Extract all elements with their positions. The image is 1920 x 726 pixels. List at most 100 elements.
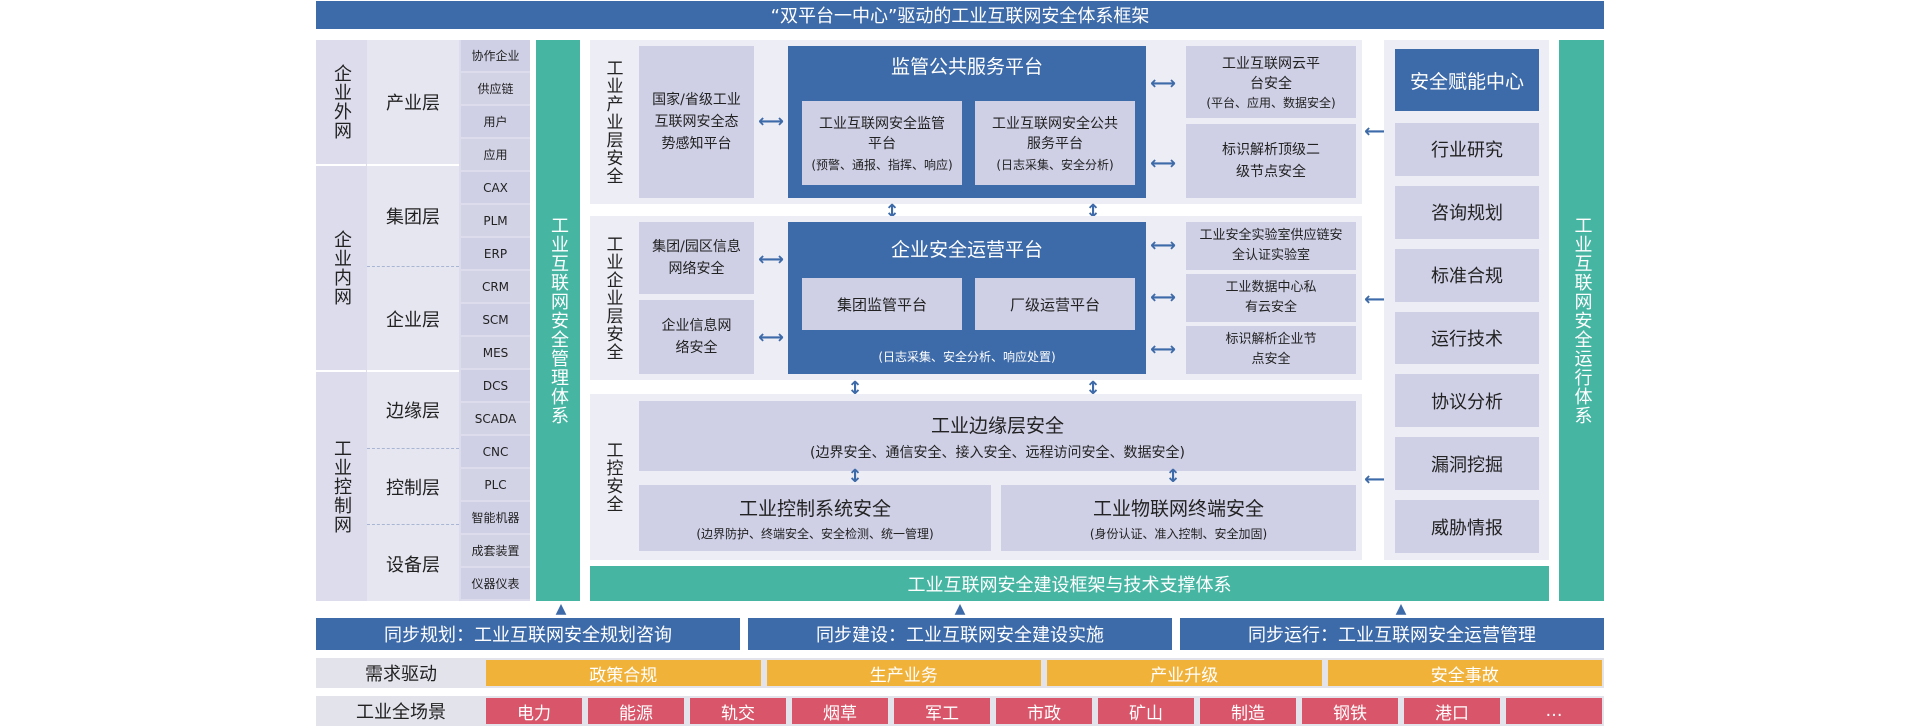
ics-security-note: (边界防护、终端安全、安全检测、统一管理) [696,527,934,541]
network-item: CNC [461,436,530,467]
bidirectional-arrow-icon: ⟷ [758,248,784,270]
group-ics: 工业控制网 [331,439,352,534]
enterprise-network-security: 企业信息网络安全 [639,300,754,374]
network-item: PLM [461,205,530,236]
group-external: 企业外网 [331,64,352,140]
cloud-platform-security-title: 工业互联网云平台安全 [1222,55,1320,92]
layer-divider [367,370,459,372]
vertical-arrow-icon: ↕ [1085,377,1101,399]
up-arrow-icon: ▲ [954,601,966,617]
supervision-platform-title: 工业互联网安全监管平台 [819,115,945,152]
bidirectional-arrow-icon: ⟷ [758,110,784,132]
enterprise-label: 工业企业层安全 [602,235,623,361]
vertical-arrow-icon: ↕ [1165,465,1181,487]
scene-item: 钢铁 [1302,698,1398,724]
sync-construction: 同步建设：工业互联网安全建设实施 [748,618,1172,650]
group-divider [316,370,366,372]
sync-planning: 同步规划：工业互联网安全规划咨询 [316,618,740,650]
public-service-platform: 工业互联网安全公共服务平台 (日志采集、安全分析) [975,101,1135,185]
bidirectional-arrow-icon: ⟷ [758,326,784,348]
layer-control: 控制层 [386,478,440,499]
enablement-item: 咨询规划 [1395,185,1539,239]
edge-layer-security: 工业边缘层安全 (边界安全、通信安全、接入安全、远程访问安全、数据安全) [639,401,1356,471]
identifier-enterprise-node-security: 标识解析企业节点安全 [1186,326,1356,374]
enablement-center-title: 安全赋能中心 [1395,49,1539,111]
layer-divider [367,164,459,166]
network-item: DCS [461,370,530,401]
bidirectional-arrow-icon: ⟷ [1150,72,1176,94]
public-service-platform-title: 工业互联网安全公共服务平台 [992,115,1118,152]
enterprise-ops-platform-title: 企业安全运营平台 [890,238,1043,261]
supervision-platform: 工业互联网安全监管平台 (预警、通报、指挥、响应) [802,101,962,185]
demand-item: 生产业务 [766,660,1041,686]
bidirectional-arrow-icon: ⟷ [1364,288,1390,310]
enablement-item: 漏洞挖掘 [1395,437,1539,491]
bidirectional-arrow-icon: ⟷ [1150,286,1176,308]
enablement-item: 运行技术 [1395,311,1539,365]
sync-operation: 同步运行：工业互联网安全运营管理 [1180,618,1604,650]
scene-item: 矿山 [1098,698,1194,724]
network-item: SCM [461,304,530,335]
ics-security-title: 工业控制系统安全 [738,498,891,520]
group-supervision-platform: 集团监管平台 [802,278,962,330]
enablement-center-items: 行业研究咨询规划标准合规运行技术协议分析漏洞挖掘威胁情报 [1395,123,1539,553]
layer-divider [367,266,459,267]
vertical-arrow-icon: ↕ [847,465,863,487]
layer-industry: 产业层 [386,93,440,114]
network-item: CRM [461,271,530,302]
enablement-item: 行业研究 [1395,123,1539,176]
network-item: 成套装置 [461,535,530,566]
situation-platform: 国家/省级工业互联网安全态势感知平台 [639,46,754,198]
bidirectional-arrow-icon: ⟷ [1150,338,1176,360]
network-item: 仪器仪表 [461,568,530,599]
security-lab: 工业安全实验室供应链安全认证实验室 [1186,222,1356,270]
network-item: 协作企业 [461,40,530,71]
network-item: 应用 [461,139,530,170]
scene-item: 能源 [588,698,684,724]
scene-item: 轨交 [690,698,786,724]
enterprise-ops-platform-note: (日志采集、安全分析、响应处置) [878,349,1056,364]
edge-layer-security-title: 工业边缘层安全 [930,414,1064,437]
enablement-item: 标准合规 [1395,248,1539,302]
iot-terminal-security-note: (身份认证、准入控制、安全加固) [1089,527,1268,541]
up-arrow-icon: ▲ [1395,601,1407,617]
layer-device: 设备层 [386,554,440,576]
demand-items: 政策合规生产业务产业升级安全事故 [486,660,1602,686]
scene-item: 军工 [894,698,990,724]
scene-item: 制造 [1200,698,1296,724]
bidirectional-arrow-icon: ⟷ [1150,234,1176,256]
scenes-label: 工业全场景 [356,702,446,723]
page-title: “双平台一中心”驱动的工业互联网安全体系框架 [316,1,1604,29]
network-item: 供应链 [461,73,530,104]
scene-item: 市政 [996,698,1092,724]
network-item: 用户 [461,106,530,137]
identifier-top-node-security: 标识解析顶级二级节点安全 [1186,124,1356,198]
demand-label: 需求驱动 [365,664,437,685]
enablement-item: 威胁情报 [1395,500,1539,553]
edge-layer-security-note: (边界安全、通信安全、接入安全、远程访问安全、数据安全) [810,444,1185,461]
scene-item: 电力 [486,698,582,724]
demand-item: 安全事故 [1327,660,1602,686]
network-item: CAX [461,172,530,203]
group-internal: 企业内网 [331,230,352,306]
layer-enterprise: 企业层 [386,310,440,331]
regulatory-platform-title: 监管公共服务平台 [890,55,1043,78]
up-arrow-icon: ▲ [555,601,567,617]
industry-label: 工业产业层安全 [602,59,623,185]
cloud-platform-security-note: (平台、应用、数据安全) [1206,95,1336,110]
mgmt-system-bar: 工业互联网安全管理体系 [536,40,580,601]
bidirectional-arrow-icon: ⟷ [1364,468,1390,490]
public-service-platform-note: (日志采集、安全分析) [996,157,1114,172]
cloud-platform-security: 工业互联网云平台安全 (平台、应用、数据安全) [1186,46,1356,118]
scene-item: 烟草 [792,698,888,724]
layer-divider [367,524,459,525]
vertical-arrow-icon: ↕ [847,377,863,399]
iot-terminal-security-title: 工业物联网终端安全 [1092,498,1264,520]
group-network-security: 集团/园区信息网络安全 [639,222,754,294]
layer-divider [367,448,459,449]
enablement-item: 协议分析 [1395,374,1539,428]
bidirectional-arrow-icon: ⟷ [1364,120,1390,142]
network-item: 智能机器 [461,502,530,533]
scene-items: 电力能源轨交烟草军工市政矿山制造钢铁港口… [486,698,1602,724]
